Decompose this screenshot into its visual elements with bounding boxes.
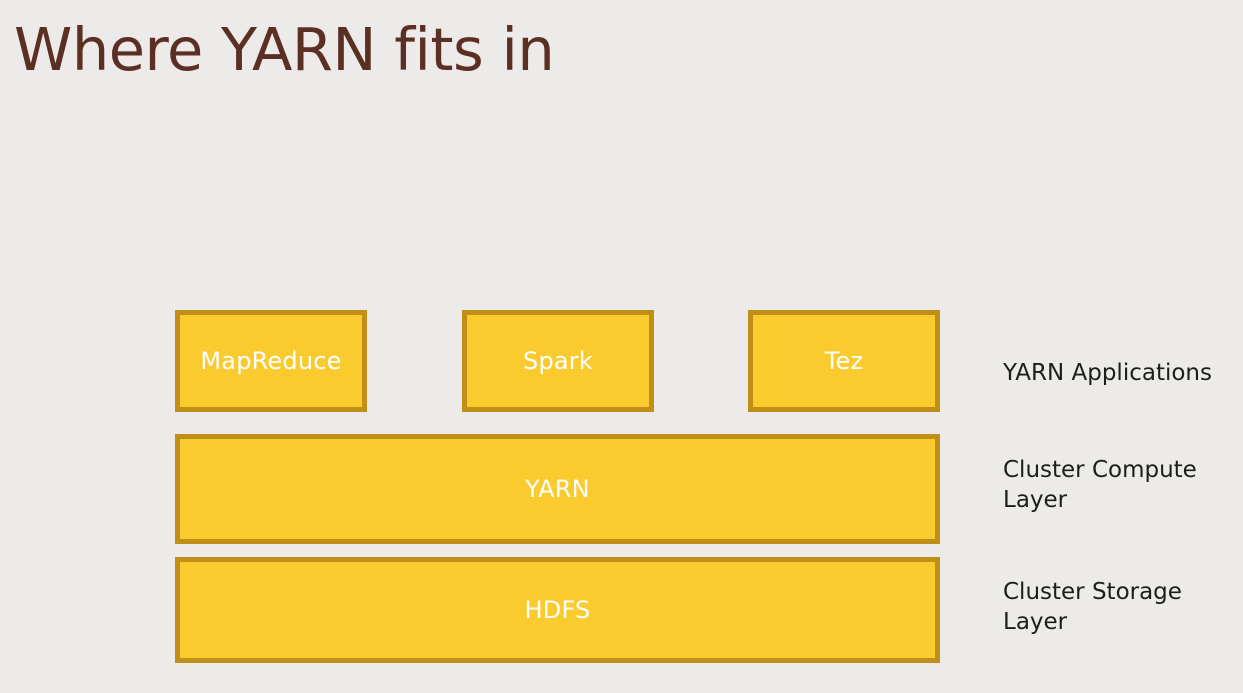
stack-box-label: YARN [525,474,590,503]
stack-box-yarn[interactable]: YARN [175,434,940,544]
stack-box-spark[interactable]: Spark [462,310,654,412]
side-label-storage: Cluster Storage Layer [1003,579,1182,636]
stack-box-label: HDFS [524,595,591,624]
stack-box-hdfs[interactable]: HDFS [175,557,940,663]
side-label-applications: YARN Applications [1003,360,1212,386]
stack-box-label: Tez [824,346,864,375]
stack-box-tez[interactable]: Tez [748,310,940,412]
stack-box-label: MapReduce [200,346,342,375]
stack-box-label: Spark [523,346,593,375]
stack-box-mapreduce[interactable]: MapReduce [175,310,367,412]
side-label-compute: Cluster Compute Layer [1003,457,1197,514]
page-title: Where YARN fits in [14,15,555,84]
